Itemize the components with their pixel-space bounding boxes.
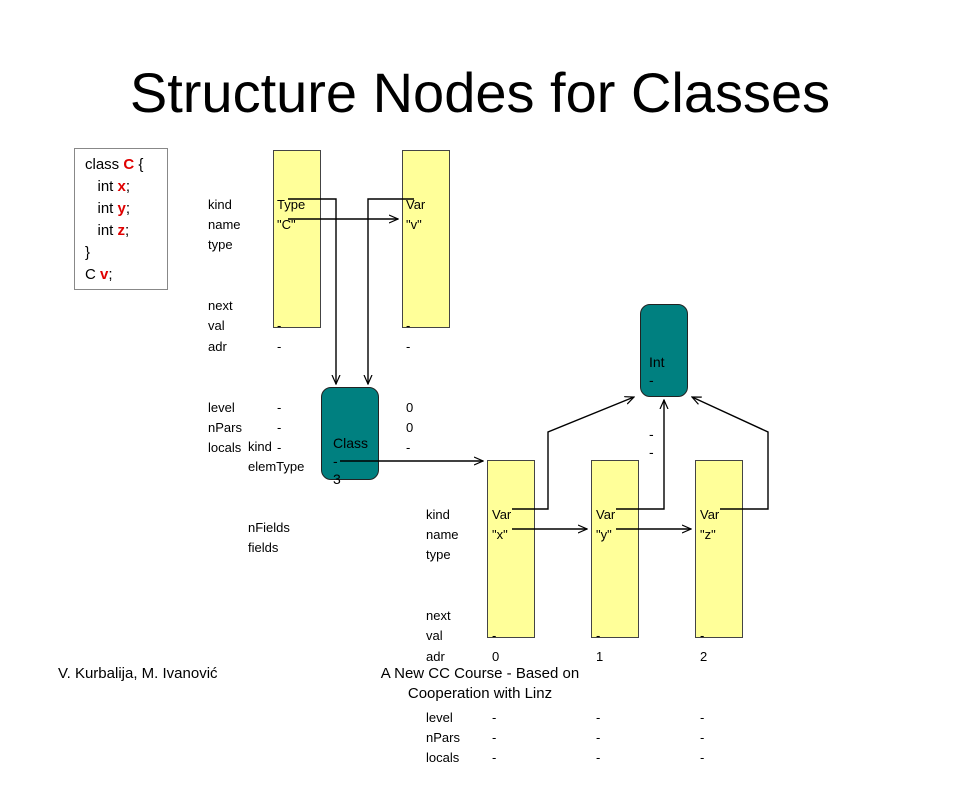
footer-course: A New CC Course - Based on Cooperation w… (380, 665, 580, 702)
code-line: C v; (85, 266, 113, 283)
code-line: int x; (85, 178, 131, 195)
var-z-node: Var"z" -2 --- (695, 460, 743, 765)
arrow-var-x-to-int (512, 397, 634, 510)
code-line: } (85, 244, 91, 261)
footer-authors: V. Kurbalija, M. Ivanović (58, 665, 218, 682)
type-c-node: Type"C" -- --- (273, 150, 321, 455)
arrow-type-c-to-class (288, 198, 336, 384)
code-snippet-box: class C { int x; int y; int z; } C v; (74, 148, 168, 290)
code-line: int z; (85, 222, 130, 239)
arrow-var-y-to-int (616, 400, 664, 510)
arrow-var-z-to-int (692, 396, 769, 510)
pointer-arrows (288, 198, 769, 720)
arrow-var-v-to-class (368, 198, 414, 384)
code-line: class C { (85, 156, 144, 173)
var-x-node: Var"x" -0 --- (487, 460, 535, 765)
code-line: int y; (85, 200, 131, 217)
class-struct-node: Class-3 (321, 387, 379, 487)
int-struct-node: Int- -- (640, 304, 688, 460)
slide-title: Structure Nodes for Classes (129, 61, 831, 124)
var-y-node: Var"y" -1 --- (591, 460, 639, 765)
